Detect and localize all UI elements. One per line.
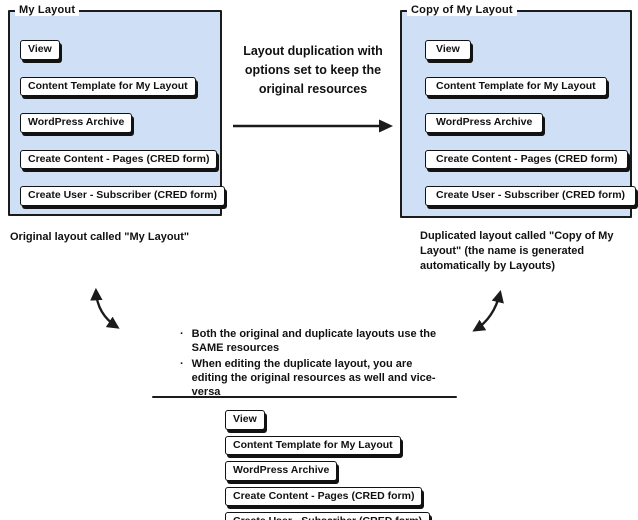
shared-resources-buttons: View Content Template for My Layout Word…: [225, 410, 431, 520]
bullet-dot-icon: [180, 357, 184, 399]
group-box-title: Copy of My Layout: [407, 4, 517, 16]
duplication-note: Layout duplication with options set to k…: [243, 44, 383, 96]
duplicated-layout-caption: Duplicated layout called "Copy of My Lay…: [420, 230, 614, 272]
sync-arrow-left-icon: [90, 287, 120, 329]
sync-arrow-right-icon: [472, 289, 504, 332]
duplication-arrow-icon: [233, 119, 393, 133]
layout-cell-button[interactable]: Create Content - Pages (CRED form): [425, 149, 629, 170]
layout-cell-button[interactable]: Create Content - Pages (CRED form): [225, 486, 423, 507]
note-item: When editing the duplicate layout, you a…: [180, 357, 442, 399]
layout-cell-button[interactable]: View: [425, 40, 471, 60]
bullet-dot-icon: [180, 327, 184, 355]
note-text: When editing the duplicate layout, you a…: [191, 358, 436, 399]
layout-cell-button[interactable]: Create User - Subscriber (CRED form): [225, 512, 431, 520]
layout-cell-button[interactable]: Content Template for My Layout: [425, 76, 607, 97]
layout-cell-button[interactable]: WordPress Archive: [425, 113, 544, 133]
note-item: Both the original and duplicate layouts …: [180, 327, 442, 355]
layout-cell-button[interactable]: WordPress Archive: [20, 113, 133, 133]
group-box-copy-of-my-layout: Copy of My Layout View Content Template …: [400, 4, 637, 218]
original-layout-caption: Original layout called "My Layout": [10, 231, 190, 243]
layout-cell-button[interactable]: WordPress Archive: [225, 461, 338, 481]
layout-cell-button[interactable]: Create User - Subscriber (CRED form): [425, 186, 637, 206]
divider-line: [152, 396, 457, 398]
layout-cell-button[interactable]: Create Content - Pages (CRED form): [20, 149, 218, 170]
group-box-my-layout: My Layout View Content Template for My L…: [8, 4, 226, 216]
my-layout-buttons: View Content Template for My Layout Word…: [20, 40, 226, 206]
layout-cell-button[interactable]: View: [225, 410, 265, 430]
layout-cell-button[interactable]: Create User - Subscriber (CRED form): [20, 186, 226, 206]
notes-bullet-list: Both the original and duplicate layouts …: [180, 327, 442, 401]
group-box-title: My Layout: [15, 4, 80, 16]
copy-layout-buttons: View Content Template for My Layout Word…: [425, 40, 637, 206]
layout-cell-button[interactable]: Content Template for My Layout: [20, 76, 196, 97]
note-text: Both the original and duplicate layouts …: [191, 328, 437, 355]
layout-cell-button[interactable]: Content Template for My Layout: [225, 435, 401, 456]
layout-cell-button[interactable]: View: [20, 40, 60, 60]
